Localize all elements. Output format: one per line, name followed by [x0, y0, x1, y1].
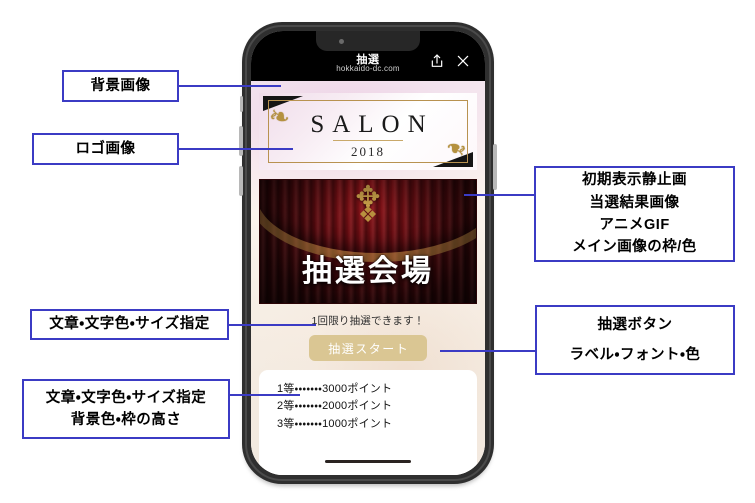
logo-frame: [268, 100, 468, 163]
phone-body: 抽選 hokkaido-dc.com: [239, 22, 497, 484]
annotation-main-image-spec-line-3: メイン画像の枠/色: [572, 239, 697, 256]
annotation-prize-style-line-0: 文章・文字色・サイズ指定: [45, 389, 207, 406]
annotation-caption-style-line-0: 文章・文字色・サイズ指定: [49, 316, 210, 333]
annotation-button-spec: 抽選ボタン ラベル・フォント・色: [535, 305, 735, 375]
close-icon[interactable]: [455, 53, 471, 69]
button-container: 抽選スタート: [259, 335, 477, 361]
phone-screen: 抽選 hokkaido-dc.com: [251, 31, 485, 475]
logo-divider: [333, 140, 403, 141]
logo-brand-name: SALON: [310, 111, 434, 138]
main-image-text: 抽選会場: [302, 255, 434, 288]
logo-corner-top-left: [263, 96, 303, 111]
phone-mockup: 抽選 hokkaido-dc.com: [239, 22, 497, 486]
annotation-prize-style: 文章・文字色・サイズ指定 背景色・枠の高さ: [22, 379, 230, 439]
annotation-button-spec-line-0: 抽選ボタン: [597, 316, 673, 333]
annotation-logo-image-line-0: ロゴ画像: [75, 140, 136, 157]
lottery-start-button[interactable]: 抽選スタート: [309, 335, 427, 361]
list-item: 2等・・・・・・・2000ポイント: [277, 400, 393, 413]
annotation-background-image-line-0: 背景画像: [90, 77, 151, 94]
share-icon[interactable]: [429, 53, 445, 69]
annotation-main-image-spec: 初期表示静止画 当選結果画像 アニメGIF メイン画像の枠/色: [534, 166, 735, 262]
caption-text: 1回限り抽選できます！: [311, 315, 425, 327]
mute-switch[interactable]: [240, 96, 243, 112]
home-indicator[interactable]: [325, 459, 411, 463]
annotation-background-image: 背景画像: [62, 70, 179, 102]
prize-card: 1等・・・・・・・3000ポイント 2等・・・・・・・2000ポイント 3等・・…: [259, 370, 477, 475]
logo-year: 2018: [351, 144, 385, 159]
volume-down-button[interactable]: [239, 166, 243, 196]
notch: [316, 31, 420, 51]
list-item: 3等・・・・・・・1000ポイント: [277, 417, 393, 430]
power-button[interactable]: [493, 144, 497, 190]
curtain-vignette: [260, 180, 476, 303]
page-content: ❧ ❧ SALON 2018 ✥ ❖ 抽選会場: [251, 93, 485, 475]
connector-background-image: [178, 85, 281, 87]
volume-up-button[interactable]: [239, 126, 243, 156]
prize-list: 1等・・・・・・・3000ポイント 2等・・・・・・・2000ポイント 3等・・…: [259, 381, 477, 433]
annotation-button-spec-line-1: ラベル・フォント・色: [569, 347, 701, 363]
connector-logo-image: [178, 148, 293, 150]
list-item: 1等・・・・・・・3000ポイント: [277, 383, 393, 395]
annotation-main-image-spec-line-2: アニメGIF: [599, 217, 670, 233]
connector-main-image-spec: [464, 194, 534, 196]
connector-caption-style: [228, 324, 316, 326]
connector-prize-style: [228, 394, 300, 396]
logo-image: ❧ ❧ SALON 2018: [259, 93, 477, 170]
connector-button-spec: [440, 350, 535, 352]
annotation-logo-image: ロゴ画像: [32, 133, 179, 165]
logo-corner-bottom-right: [433, 152, 473, 167]
lottery-page: ❧ ❧ SALON 2018 ✥ ❖ 抽選会場: [251, 81, 485, 475]
annotation-prize-style-line-1: 背景色・枠の高さ: [70, 412, 182, 428]
main-image[interactable]: ✥ ❖ 抽選会場: [259, 179, 477, 304]
page-url: hokkaido-dc.com: [336, 64, 400, 73]
annotation-main-image-spec-line-1: 当選結果画像: [589, 194, 680, 211]
page-title: 抽選: [356, 54, 380, 66]
browser-header: 抽選 hokkaido-dc.com: [251, 31, 485, 81]
front-camera-icon: [339, 39, 344, 44]
annotation-main-image-spec-line-0: 初期表示静止画: [582, 172, 687, 189]
phone-rim: [245, 25, 491, 481]
annotation-caption-style: 文章・文字色・サイズ指定: [30, 309, 229, 340]
